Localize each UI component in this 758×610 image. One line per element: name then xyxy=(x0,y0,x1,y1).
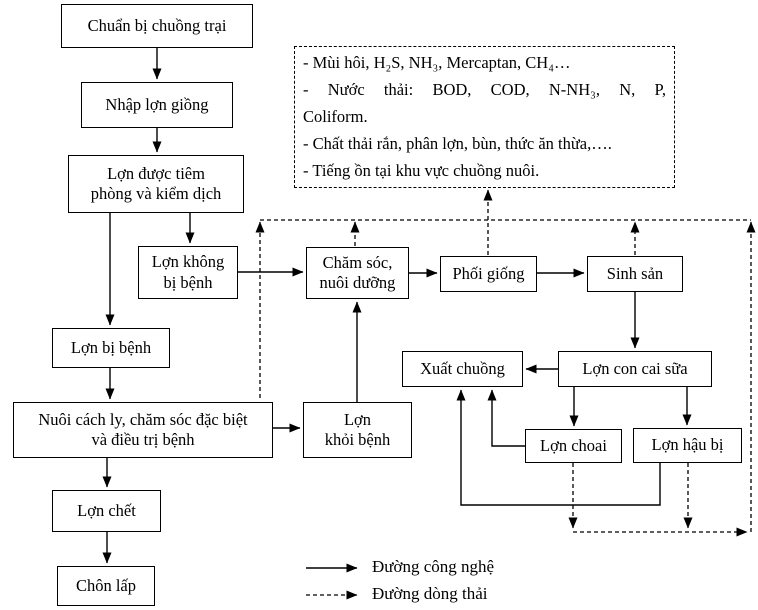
node-label: Xuất chuồng xyxy=(420,358,505,378)
node-xuat-chuong: Xuất chuồng xyxy=(402,351,523,387)
node-label-line1: Nuôi cách ly, chăm sóc đặc biệt xyxy=(38,409,248,429)
node-label: Chôn lấp xyxy=(75,575,137,595)
waste-item-wastewater-cont: Coliform. xyxy=(303,107,368,126)
conn-haubi-xuatchuong xyxy=(456,389,661,506)
node-label: Phối giống xyxy=(452,263,525,283)
dashed-waste-lines xyxy=(255,189,756,600)
node-label: Nhập lợn giồng xyxy=(105,94,209,114)
node-chuan-bi-chuong-trai: Chuẩn bị chuồng trại xyxy=(61,4,253,48)
node-label-line2: nuôi dưỡng xyxy=(319,273,396,292)
node-lon-chet: Lợn chết xyxy=(52,490,161,532)
node-cham-soc-nuoi-duong: Chăm sóc, nuôi dưỡng xyxy=(306,247,409,299)
node-label-line1: Lợn không xyxy=(151,252,225,272)
node-nuoi-cach-ly: Nuôi cách ly, chăm sóc đặc biệt và điều … xyxy=(13,402,273,458)
node-label-line1: Lợn xyxy=(343,409,372,429)
node-label: Lợn con cai sữa xyxy=(582,358,688,378)
node-label-line1: Chăm sóc, xyxy=(322,252,393,272)
node-sinh-san: Sinh sản xyxy=(587,256,683,292)
conn-choai-xuatchuong xyxy=(487,389,525,447)
legend-label-technology: Đường công nghệ xyxy=(372,557,495,576)
waste-item-odor: - Mùi hôi, H₂S, NH₃, Mercaptan, CH₄… xyxy=(303,53,571,72)
node-lon-khong-bi-benh: Lợn không bị bệnh xyxy=(138,246,238,299)
node-label-line2: bị bệnh xyxy=(163,272,213,292)
node-lon-choai: Lợn choai xyxy=(525,429,622,463)
node-label: Lợn bị bệnh xyxy=(70,337,152,357)
node-lon-con-cai-sua: Lợn con cai sữa xyxy=(558,351,712,387)
node-lon-bi-benh: Lợn bị bệnh xyxy=(52,328,170,368)
node-label-line2: phòng và kiểm dịch xyxy=(90,184,222,203)
legend-label-waste: Đường dòng thải xyxy=(372,584,488,603)
node-label: Lợn chết xyxy=(77,500,136,520)
node-lon-hau-bi: Lợn hậu bị xyxy=(633,428,742,463)
node-chon-lap: Chôn lấp xyxy=(57,566,155,606)
node-label-line2: và điều trị bệnh xyxy=(91,430,195,449)
node-label: Lợn choai xyxy=(540,435,607,455)
waste-item-wastewater: - Nước thải: BOD, COD, N-NH₃, N, P, xyxy=(303,80,666,99)
waste-item-solid-waste: - Chất thải rắn, phân lợn, bùn, thức ăn … xyxy=(303,134,612,153)
node-label-line2: khỏi bệnh xyxy=(324,430,391,449)
waste-description-box: - Mùi hôi, H₂S, NH₃, Mercaptan, CH₄… - N… xyxy=(294,46,675,188)
node-lon-khoi-benh: Lợn khỏi bệnh xyxy=(303,402,412,458)
node-label: Lợn hậu bị xyxy=(651,435,724,455)
node-label: Chuẩn bị chuồng trại xyxy=(87,15,227,35)
node-label: Sinh sản xyxy=(606,263,664,283)
node-label-line1: Lợn được tiêm xyxy=(107,163,205,183)
node-phoi-giong: Phối giống xyxy=(440,256,537,292)
waste-item-noise: - Tiếng ồn tại khu vực chuồng nuôi. xyxy=(303,161,540,180)
solid-technology-lines xyxy=(102,48,692,573)
node-nhap-lon-giong: Nhập lợn giồng xyxy=(81,82,233,128)
node-tiem-phong-kiem-dich: Lợn được tiêm phòng và kiểm dịch xyxy=(68,155,244,213)
